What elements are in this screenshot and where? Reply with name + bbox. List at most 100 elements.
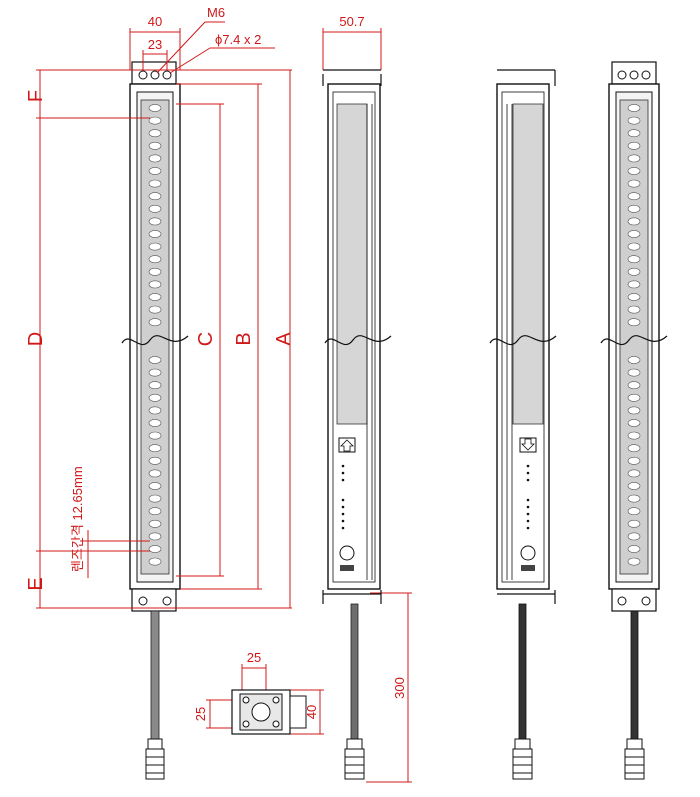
bracket-detail <box>231 689 307 735</box>
lens <box>627 444 641 453</box>
lens <box>148 255 162 264</box>
bracket-dim-right: 40 <box>304 705 319 719</box>
lens <box>627 116 641 125</box>
lens <box>148 305 162 314</box>
lens <box>148 469 162 478</box>
lens <box>627 230 641 238</box>
label-f: F <box>25 90 47 102</box>
lens <box>627 255 641 264</box>
lens <box>627 406 641 415</box>
lens <box>148 557 162 566</box>
lens <box>627 482 641 490</box>
lens <box>627 293 641 301</box>
break-line <box>121 335 189 346</box>
side-panel <box>336 103 368 425</box>
label-e: E <box>25 577 47 590</box>
bracket-dim-top: 25 <box>247 650 261 665</box>
front-view <box>121 61 189 780</box>
lens <box>148 406 162 415</box>
lens <box>148 419 162 427</box>
lens <box>148 507 162 516</box>
lens <box>627 545 641 553</box>
down-arrow-icon <box>519 437 537 453</box>
lens <box>627 179 641 188</box>
lens <box>148 545 162 553</box>
lens <box>148 494 162 503</box>
up-arrow-icon <box>338 437 356 453</box>
rear-view <box>600 61 668 780</box>
lens <box>627 368 641 377</box>
lens <box>627 204 641 213</box>
logo-icon <box>520 545 536 561</box>
mount-hole-icon <box>162 596 172 606</box>
top-bracket <box>131 61 177 85</box>
dimension-lines <box>36 21 412 783</box>
lens <box>148 318 162 327</box>
lens <box>148 104 162 112</box>
lens <box>148 532 162 541</box>
lens <box>627 381 641 390</box>
lens <box>627 469 641 478</box>
lens <box>148 280 162 289</box>
lens <box>627 154 641 163</box>
side-view <box>322 69 392 780</box>
lens <box>627 557 641 566</box>
lens-pitch-label: 렌즈간격 12.65mm <box>70 466 85 572</box>
lens <box>148 129 162 138</box>
connector <box>145 748 165 780</box>
logo-icon <box>339 545 355 561</box>
label-c: C <box>195 332 217 346</box>
label-a: A <box>273 332 295 346</box>
dim-hole: ϕ7.4 x 2 <box>215 32 261 47</box>
lens <box>627 419 641 427</box>
lens <box>148 267 162 276</box>
lens <box>627 242 641 251</box>
bracket-hole-icon <box>251 702 271 722</box>
lens <box>148 154 162 163</box>
lens <box>148 217 162 226</box>
side-view-2 <box>489 69 557 780</box>
lens <box>148 482 162 490</box>
lens <box>148 368 162 377</box>
lens <box>148 356 162 364</box>
lens <box>148 519 162 528</box>
lens <box>627 305 641 314</box>
mount-hole-icon <box>162 70 172 80</box>
cable <box>150 610 160 740</box>
lens <box>148 456 162 465</box>
lens <box>148 431 162 440</box>
bracket-dim-left: 25 <box>193 707 208 721</box>
lens <box>627 519 641 528</box>
dim-width-40: 40 <box>148 14 162 29</box>
rear-lens-array <box>627 104 641 566</box>
lens <box>148 242 162 251</box>
lens <box>148 204 162 213</box>
lens <box>627 456 641 465</box>
mount-hole-icon <box>138 596 148 606</box>
lens <box>627 431 641 440</box>
dim-bolt-m6: M6 <box>207 5 225 20</box>
lens <box>627 104 641 112</box>
connector-nut <box>147 738 163 750</box>
lens <box>148 179 162 188</box>
lens <box>627 280 641 289</box>
lens <box>627 393 641 402</box>
side-cable <box>350 603 359 740</box>
lens <box>627 318 641 327</box>
lens <box>148 167 162 175</box>
mount-hole-icon <box>150 70 160 80</box>
lens <box>148 293 162 301</box>
lens <box>627 356 641 364</box>
lens-array <box>148 104 162 566</box>
lens <box>627 267 641 276</box>
lens <box>148 381 162 390</box>
label-b: B <box>233 332 255 345</box>
dim-cable-300: 300 <box>392 677 407 699</box>
lens <box>627 217 641 226</box>
lens <box>148 444 162 453</box>
dim-spacing-23: 23 <box>148 37 162 52</box>
lens <box>627 532 641 541</box>
lens <box>627 141 641 150</box>
dim-side-width: 50.7 <box>339 14 364 29</box>
